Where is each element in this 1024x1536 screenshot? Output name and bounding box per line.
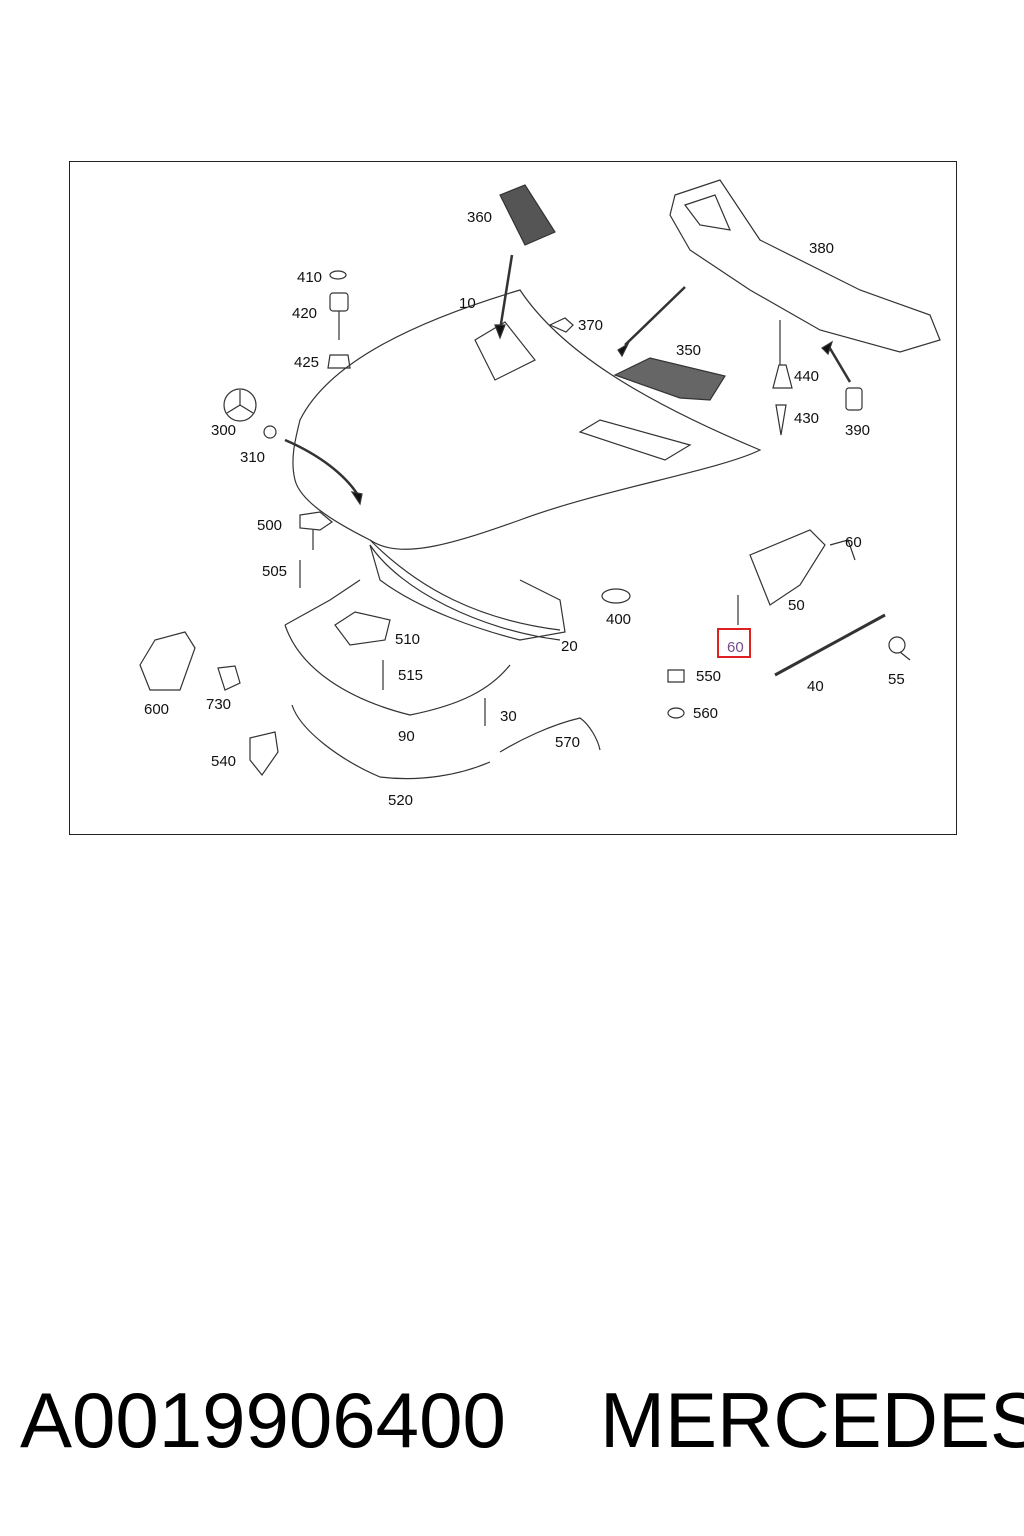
callout-360: 360 bbox=[467, 209, 493, 226]
part-440 bbox=[772, 364, 793, 389]
callout-310: 310 bbox=[240, 449, 266, 466]
callout-20: 20 bbox=[561, 638, 578, 655]
grille-360 bbox=[499, 184, 556, 246]
emblem-300 bbox=[223, 388, 257, 422]
callout-60-upper: 60 bbox=[845, 534, 862, 551]
callout-90: 90 bbox=[398, 728, 415, 745]
callout-500: 500 bbox=[257, 517, 283, 534]
part-410 bbox=[329, 270, 347, 280]
highlight-box bbox=[717, 628, 751, 658]
callout-520: 520 bbox=[388, 792, 414, 809]
callout-560: 560 bbox=[693, 705, 719, 722]
callout-40: 40 bbox=[807, 678, 824, 695]
cowl-panel-380 bbox=[669, 179, 941, 353]
part-600 bbox=[139, 631, 196, 691]
callout-30: 30 bbox=[500, 708, 517, 725]
part-500 bbox=[299, 511, 334, 531]
part-number: A0019906400 bbox=[20, 1376, 506, 1464]
callout-505: 505 bbox=[262, 563, 288, 580]
hood-panel bbox=[292, 289, 762, 550]
part-370 bbox=[548, 317, 574, 333]
callout-600: 600 bbox=[144, 701, 170, 718]
seal-90 bbox=[284, 579, 511, 716]
part-310 bbox=[263, 425, 277, 439]
exploded-parts-drawing bbox=[139, 179, 941, 780]
callout-570: 570 bbox=[555, 734, 581, 751]
cable-570 bbox=[499, 717, 601, 753]
callout-515: 515 bbox=[398, 667, 424, 684]
diagram-frame bbox=[69, 161, 957, 835]
hood-vent-opening bbox=[578, 419, 692, 461]
hinge-50 bbox=[749, 529, 826, 606]
arrow-380 bbox=[624, 286, 686, 346]
hood-crease bbox=[369, 539, 561, 631]
callout-440: 440 bbox=[794, 368, 820, 385]
part-420 bbox=[329, 292, 349, 312]
callout-390: 390 bbox=[845, 422, 871, 439]
part-550 bbox=[667, 669, 685, 683]
part-425 bbox=[327, 354, 351, 369]
part-540 bbox=[249, 731, 279, 777]
callout-60-highlighted: 60 bbox=[727, 639, 744, 656]
callout-55: 55 bbox=[888, 671, 905, 688]
callout-50: 50 bbox=[788, 597, 805, 614]
callout-730: 730 bbox=[206, 696, 232, 713]
part-560 bbox=[667, 707, 685, 719]
callout-400: 400 bbox=[606, 611, 632, 628]
callout-10: 10 bbox=[459, 295, 476, 312]
arrow-310 bbox=[284, 438, 360, 496]
part-430 bbox=[775, 404, 787, 436]
callout-350: 350 bbox=[676, 342, 702, 359]
callout-425: 425 bbox=[294, 354, 320, 371]
callout-510: 510 bbox=[395, 631, 421, 648]
callout-430: 430 bbox=[794, 410, 820, 427]
callout-550: 550 bbox=[696, 668, 722, 685]
air-inlet-opening bbox=[474, 321, 536, 381]
callout-540: 540 bbox=[211, 753, 237, 770]
arrow-360 bbox=[498, 254, 514, 331]
footer: A0019906400 MERCEDES bbox=[0, 1375, 1024, 1465]
callout-300: 300 bbox=[211, 422, 237, 439]
part-390 bbox=[845, 387, 863, 411]
vent-panel-350 bbox=[613, 357, 726, 401]
bolt-60-upper bbox=[829, 539, 856, 561]
part-55 bbox=[888, 636, 906, 654]
callout-410: 410 bbox=[297, 269, 323, 286]
latch-510 bbox=[334, 611, 391, 646]
cable-520 bbox=[291, 704, 491, 780]
part-20-lining bbox=[369, 544, 561, 641]
part-400 bbox=[601, 588, 631, 604]
gas-strut-40 bbox=[774, 613, 886, 677]
callout-420: 420 bbox=[292, 305, 318, 322]
arrow-390 bbox=[826, 344, 852, 383]
part-730 bbox=[217, 665, 241, 691]
brand-name: MERCEDES bbox=[600, 1376, 1024, 1464]
hood-underside bbox=[369, 544, 566, 641]
callout-370: 370 bbox=[578, 317, 604, 334]
callout-380: 380 bbox=[809, 240, 835, 257]
